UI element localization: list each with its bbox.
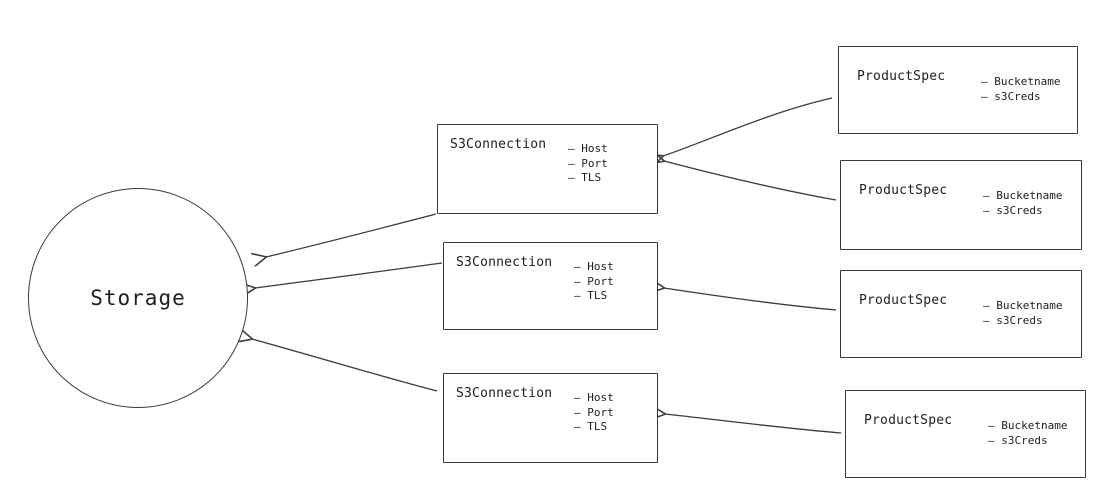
s3connection-title-1: S3Connection xyxy=(450,137,547,152)
productspec-fields-1: – Bucketname – s3Creds xyxy=(981,75,1060,104)
productspec-fields-4: – Bucketname – s3Creds xyxy=(988,419,1067,448)
s3connection-title-2: S3Connection xyxy=(456,255,553,270)
s3connection-node-2[interactable]: S3Connection – Host – Port – TLS xyxy=(443,242,658,330)
productspec-title-1: ProductSpec xyxy=(857,69,946,84)
s3connection-field: – Port xyxy=(574,405,614,419)
productspec-node-1[interactable]: ProductSpec – Bucketname – s3Creds xyxy=(838,46,1078,134)
productspec-title-2: ProductSpec xyxy=(859,183,948,198)
productspec-field: – s3Creds xyxy=(981,89,1041,103)
s3connection-field: – TLS xyxy=(574,289,608,302)
edge-productspec-2-to-s3conn-1 xyxy=(664,161,837,201)
productspec-field: – Bucketname xyxy=(983,189,1063,202)
productspec-title-3: ProductSpec xyxy=(859,293,948,308)
productspec-node-3[interactable]: ProductSpec – Bucketname – s3Creds xyxy=(840,270,1082,358)
s3connection-field: – Host xyxy=(574,391,614,404)
s3connection-field: – Host xyxy=(568,142,608,155)
s3connection-node-1[interactable]: S3Connection – Host – Port – TLS xyxy=(437,124,658,214)
s3connection-field: – Host xyxy=(574,260,614,273)
productspec-field: – Bucketname xyxy=(981,75,1061,88)
edge-s3conn-3-to-storage xyxy=(252,339,438,392)
productspec-field: – Bucketname xyxy=(988,419,1068,432)
edge-productspec-3-to-s3conn-2 xyxy=(664,288,837,311)
productspec-field: – Bucketname xyxy=(983,299,1063,312)
productspec-node-4[interactable]: ProductSpec – Bucketname – s3Creds xyxy=(845,390,1086,478)
s3connection-fields-1: – Host – Port – TLS xyxy=(568,142,608,186)
productspec-field: – s3Creds xyxy=(983,203,1043,217)
s3connection-fields-3: – Host – Port – TLS xyxy=(574,391,614,435)
s3connection-fields-2: – Host – Port – TLS xyxy=(574,260,614,304)
productspec-node-2[interactable]: ProductSpec – Bucketname – s3Creds xyxy=(840,160,1082,250)
productspec-field: – s3Creds xyxy=(983,313,1043,327)
s3connection-field: – TLS xyxy=(574,420,608,433)
s3connection-field: – Port xyxy=(568,156,608,170)
productspec-fields-3: – Bucketname – s3Creds xyxy=(983,299,1062,328)
s3connection-title-3: S3Connection xyxy=(456,386,553,401)
edge-productspec-4-to-s3conn-3 xyxy=(665,414,842,434)
storage-label: Storage xyxy=(90,286,186,310)
edge-productspec-1-to-s3conn-1 xyxy=(663,97,833,156)
s3connection-field: – Port xyxy=(574,274,614,288)
productspec-fields-2: – Bucketname – s3Creds xyxy=(983,189,1062,218)
edge-s3conn-2-to-storage xyxy=(255,262,443,288)
productspec-title-4: ProductSpec xyxy=(864,413,953,428)
edge-s3conn-1-to-storage xyxy=(266,213,437,257)
productspec-field: – s3Creds xyxy=(988,433,1048,447)
s3connection-field: – TLS xyxy=(568,171,602,184)
storage-node[interactable]: Storage xyxy=(28,188,248,408)
s3connection-node-3[interactable]: S3Connection – Host – Port – TLS xyxy=(443,373,658,463)
